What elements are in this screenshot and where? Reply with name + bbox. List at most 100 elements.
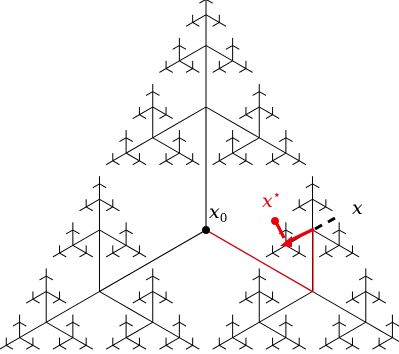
- tree-edge: [245, 298, 253, 304]
- tree-edge: [85, 252, 94, 258]
- tree-edge: [165, 344, 173, 350]
- tree-edge: [298, 206, 307, 212]
- tree-edge: [232, 321, 260, 339]
- tree-edge: [185, 160, 193, 166]
- tree-edge: [172, 321, 180, 327]
- tree-edge: [139, 298, 147, 304]
- tree-edge: [205, 106, 260, 139]
- tree-edge: [278, 137, 287, 143]
- label-x0-subscript: 0: [220, 211, 228, 225]
- tree-edge: [245, 291, 260, 300]
- tree-edge: [205, 14, 220, 23]
- tree-edge: [59, 337, 74, 346]
- tree-edge: [312, 183, 320, 189]
- tree-edge: [345, 298, 353, 304]
- tree-edge: [265, 298, 273, 304]
- tree-edge: [152, 91, 160, 96]
- tree-edge: [72, 337, 87, 346]
- tree-edge: [298, 198, 313, 208]
- tree-edge: [45, 291, 100, 323]
- tree-edge: [152, 106, 167, 116]
- tree-edge: [225, 137, 233, 143]
- tree-edge: [192, 14, 207, 23]
- tree-edge: [318, 206, 327, 212]
- tree-edge: [152, 275, 160, 281]
- tree-edge: [239, 160, 247, 166]
- tree-edge: [45, 321, 74, 339]
- root-point-x0: [202, 226, 210, 234]
- tree-edge: [179, 321, 187, 327]
- tree-edge: [152, 137, 180, 154]
- tree-edge: [225, 45, 233, 50]
- tree-edge: [265, 114, 273, 119]
- tree-edge: [32, 298, 40, 304]
- descent-arrow: [271, 217, 315, 247]
- tree-edge: [139, 114, 147, 119]
- tree-edge: [125, 337, 140, 346]
- tree-edge: [212, 160, 220, 166]
- tree-edge: [112, 160, 120, 166]
- tree-edge: [192, 160, 200, 166]
- tree-edge: [232, 321, 240, 327]
- tree-edge: [192, 68, 200, 73]
- label-xstar-superscript: ⋆: [273, 188, 281, 203]
- tree-edge: [139, 252, 147, 258]
- tree-edge: [285, 337, 300, 346]
- tree-edge: [45, 275, 54, 281]
- x-point-marker: [314, 216, 336, 231]
- tree-edge: [219, 68, 227, 73]
- tree-edge: [285, 229, 293, 235]
- tree-edge: [212, 22, 220, 27]
- tree-edge: [99, 183, 107, 189]
- tree-edge: [206, 0, 213, 4]
- tree-edge: [6, 337, 20, 346]
- tree-edge: [125, 321, 134, 327]
- tree-edge: [139, 291, 153, 300]
- tree-edge: [352, 344, 360, 350]
- tree-edge: [245, 344, 253, 350]
- tree-edge: [112, 152, 127, 162]
- tree-edge: [392, 321, 399, 327]
- tree-edge: [259, 275, 267, 281]
- label-x0: x0: [209, 201, 227, 225]
- tree-edge: [272, 160, 280, 166]
- tree-edge: [212, 68, 220, 73]
- tree-edge: [345, 344, 353, 350]
- tree-edge: [19, 321, 47, 339]
- tree-edge: [79, 344, 87, 350]
- tree-edge: [145, 275, 153, 281]
- tree-edge: [292, 252, 300, 258]
- tree-edge: [85, 344, 94, 350]
- tree-edge: [19, 337, 34, 346]
- tree-edge: [6, 344, 14, 350]
- tree-edge: [132, 252, 140, 258]
- tree-edge: [259, 106, 273, 116]
- tree-edge: [245, 114, 253, 119]
- tree-edge: [105, 252, 114, 258]
- tree-edge: [265, 160, 273, 166]
- tree-edge: [172, 45, 180, 50]
- tree-edge: [45, 291, 60, 300]
- tree-edge: [298, 160, 307, 166]
- tree-edge: [179, 137, 187, 143]
- tree-edge: [372, 344, 380, 350]
- tree-edge: [125, 229, 134, 235]
- geodesic-path: [205, 229, 314, 293]
- tree-edge: [139, 344, 147, 350]
- tree-edge: [252, 91, 260, 96]
- tree-edge: [119, 229, 127, 235]
- tree-edge: [125, 137, 134, 143]
- tree-edge: [25, 344, 34, 350]
- tree-edge: [312, 229, 340, 246]
- tree-edge: [298, 252, 307, 258]
- tree-edge: [272, 114, 280, 119]
- tree-edge: [152, 291, 167, 300]
- tree-edge: [332, 321, 340, 327]
- tree-edge: [165, 298, 173, 304]
- label-xstar: x⋆: [262, 188, 281, 212]
- tree-edge: [232, 45, 240, 50]
- tree-edge: [79, 206, 87, 212]
- tree-edge: [185, 344, 193, 350]
